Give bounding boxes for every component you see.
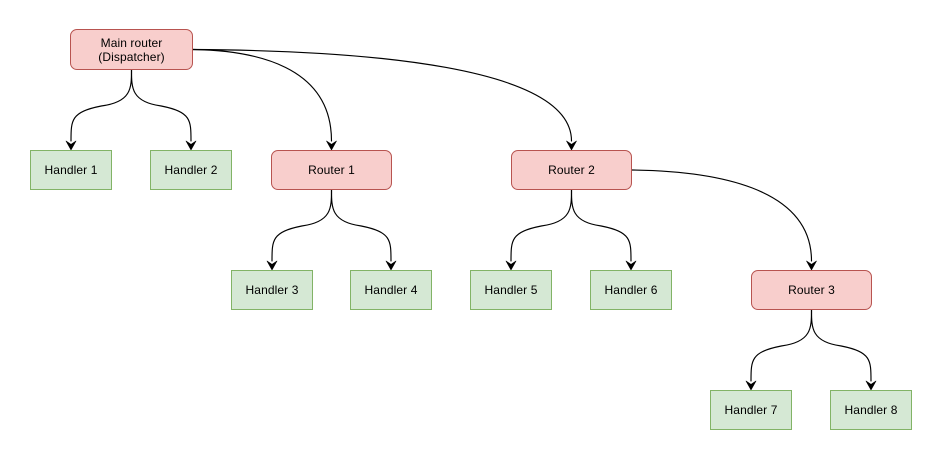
node-label: Handler 5 <box>484 283 538 297</box>
node-label: Handler 3 <box>245 283 299 297</box>
edge-e-r1-h4 <box>330 189 397 271</box>
arrow-head-icon <box>266 260 278 271</box>
arrow-head-icon <box>65 140 77 151</box>
node-label: Router 1 <box>308 163 355 177</box>
arrow-head-icon <box>865 380 877 391</box>
edge-line <box>330 189 392 262</box>
edge-e-r2-h6 <box>570 189 637 271</box>
edge-e-r3-h8 <box>810 309 877 391</box>
node-label: Router 3 <box>788 283 835 297</box>
node-handler-8[interactable]: Handler 8 <box>830 390 912 430</box>
arrow-head-icon <box>505 260 517 271</box>
edge-line <box>750 309 813 382</box>
arrow-head-icon <box>625 260 637 271</box>
edge-line <box>570 189 632 262</box>
node-label: Main router (Dispatcher) <box>98 35 165 64</box>
node-handler-7[interactable]: Handler 7 <box>710 390 792 430</box>
edge-e-main-r1 <box>192 48 337 151</box>
arrow-head-icon <box>326 140 337 151</box>
node-label: Handler 6 <box>604 283 658 297</box>
node-handler-3[interactable]: Handler 3 <box>231 270 313 310</box>
arrow-head-icon <box>566 140 577 151</box>
edge-e-main-r2 <box>192 48 577 151</box>
edge-e-r1-h3 <box>266 189 333 271</box>
arrow-head-icon <box>185 140 197 151</box>
node-main-router[interactable]: Main router (Dispatcher) <box>70 29 193 70</box>
arrow-head-icon <box>745 380 757 391</box>
node-router-2[interactable]: Router 2 <box>511 150 632 190</box>
node-handler-2[interactable]: Handler 2 <box>150 150 232 190</box>
edge-line <box>192 48 573 142</box>
edge-line <box>810 309 872 382</box>
edge-line <box>192 48 333 142</box>
edge-line <box>510 189 573 262</box>
node-router-1[interactable]: Router 1 <box>271 150 392 190</box>
edge-line <box>631 169 813 262</box>
node-handler-5[interactable]: Handler 5 <box>470 270 552 310</box>
node-handler-4[interactable]: Handler 4 <box>350 270 432 310</box>
edge-e-r2-r3 <box>631 169 817 271</box>
edge-e-main-h1 <box>65 69 133 151</box>
arrow-head-icon <box>806 260 817 271</box>
node-label: Handler 1 <box>44 163 98 177</box>
edge-e-r3-h7 <box>745 309 813 391</box>
node-label: Handler 2 <box>164 163 218 177</box>
edge-line <box>130 69 192 142</box>
node-label: Router 2 <box>548 163 595 177</box>
node-handler-6[interactable]: Handler 6 <box>590 270 672 310</box>
node-handler-1[interactable]: Handler 1 <box>30 150 112 190</box>
edge-line <box>271 189 333 262</box>
node-label: Handler 4 <box>364 283 418 297</box>
node-label: Handler 8 <box>844 403 898 417</box>
arrow-head-icon <box>385 260 397 271</box>
edge-e-main-h2 <box>130 69 197 151</box>
edge-e-r2-h5 <box>505 189 573 271</box>
node-router-3[interactable]: Router 3 <box>751 270 872 310</box>
edge-line <box>70 69 133 142</box>
node-label: Handler 7 <box>724 403 778 417</box>
